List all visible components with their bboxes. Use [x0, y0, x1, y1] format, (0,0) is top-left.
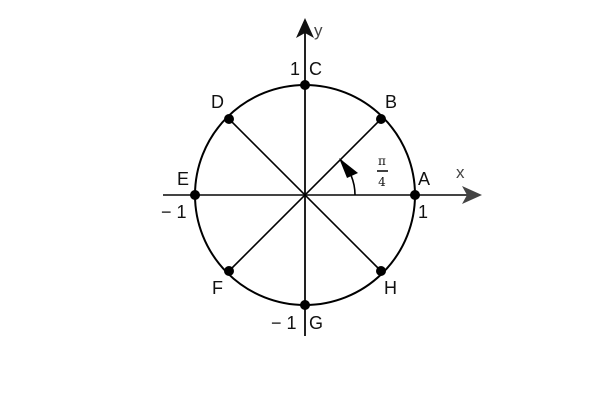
diagonal-f-b	[228, 118, 382, 272]
label-f: F	[212, 278, 223, 298]
y-axis-arrow-icon	[296, 18, 314, 38]
label-b: B	[385, 92, 397, 112]
x-axis	[163, 186, 482, 204]
x-axis-arrow-icon	[462, 186, 482, 204]
point-d	[224, 114, 234, 124]
point-b	[376, 114, 386, 124]
point-f	[224, 266, 234, 276]
point-h	[376, 266, 386, 276]
label-a: A	[418, 169, 430, 189]
point-g	[300, 300, 310, 310]
points	[190, 80, 420, 310]
tick-y-pos: 1	[290, 59, 300, 79]
point-c	[300, 80, 310, 90]
tick-x-neg: − 1	[161, 202, 187, 222]
label-e: E	[177, 169, 189, 189]
label-d: D	[211, 92, 224, 112]
point-a	[410, 190, 420, 200]
angle-arrow-icon	[339, 158, 358, 178]
x-axis-label: x	[456, 163, 465, 182]
tick-y-neg: − 1	[271, 313, 297, 333]
tick-x-pos: 1	[418, 202, 428, 222]
label-h: H	[384, 278, 397, 298]
label-c: C	[309, 59, 322, 79]
point-e	[190, 190, 200, 200]
angle-numerator: π	[378, 154, 386, 168]
angle-denominator: 4	[378, 175, 386, 189]
y-axis-label: y	[314, 21, 323, 40]
label-g: G	[309, 313, 323, 333]
